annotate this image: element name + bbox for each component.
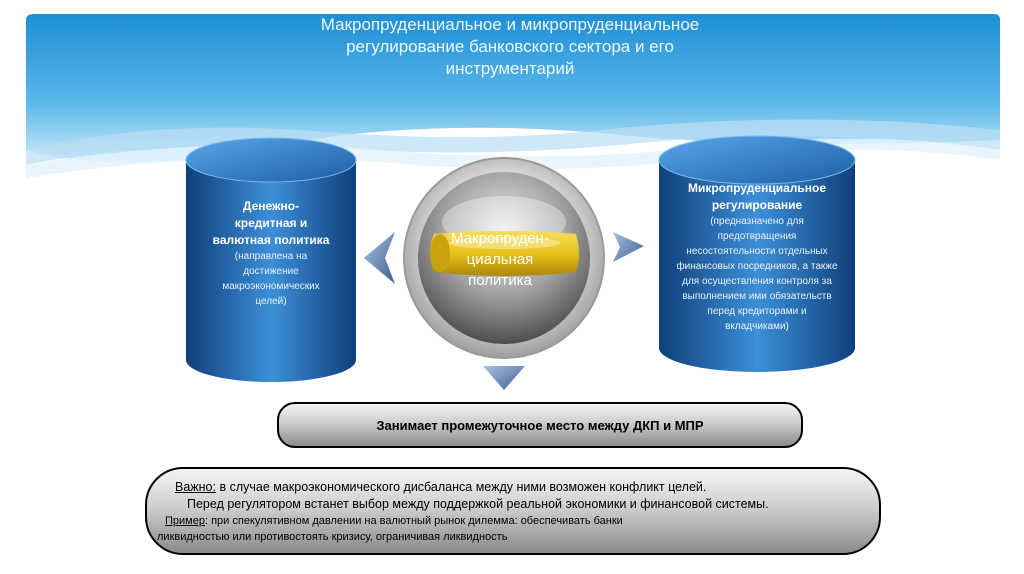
example-text: : при спекулятивном давлении на валютный… bbox=[204, 515, 623, 527]
center-label-line-1: Макропруден- bbox=[451, 230, 549, 247]
left-cylinder bbox=[185, 137, 357, 382]
right-heading-line-2: регулирование bbox=[711, 198, 803, 212]
example-label: Пример bbox=[165, 515, 205, 527]
intermediate-position-bar: Занимает промежуточное место между ДКП и… bbox=[277, 402, 803, 448]
left-block-text: Денежно- кредитная и валютная политика (… bbox=[190, 198, 352, 309]
right-note-line-3: несостоятельности отдельных bbox=[686, 246, 828, 257]
left-note-line-3: макроэкономических bbox=[222, 281, 320, 292]
important-label: Важно: bbox=[175, 480, 216, 494]
left-heading-line-3: валютная политика bbox=[212, 233, 330, 247]
center-label-line-2: циальная bbox=[466, 251, 534, 268]
left-note-line-2: достижение bbox=[243, 266, 299, 277]
arrow-left-icon bbox=[364, 232, 395, 284]
right-note-line-1: (предназначено для bbox=[710, 216, 804, 227]
right-block-text: Микропруденциальное регулирование (предн… bbox=[660, 180, 854, 334]
right-note-line-2: предотвращения bbox=[717, 231, 797, 242]
capsule-shape bbox=[430, 231, 579, 276]
right-note-line-6: выполнением ими обязательств bbox=[682, 291, 832, 302]
left-heading-line-2: кредитная и bbox=[234, 216, 308, 230]
right-note-line-7: перед кредиторами и bbox=[707, 306, 807, 317]
title-line-3: инструментарий bbox=[445, 59, 575, 78]
left-note-line-4: целей) bbox=[255, 296, 287, 307]
right-note-line-4: финансовых посредников, а также bbox=[676, 261, 838, 272]
regulator-choice-line: Перед регулятором встанет выбор между по… bbox=[187, 497, 769, 511]
slide-title: Макропруденциальное и микропруденциально… bbox=[300, 14, 720, 80]
title-line-2: регулирование банковского сектора и его bbox=[346, 37, 674, 56]
center-label: Макропруден- циальная политика bbox=[420, 228, 580, 291]
left-heading-line-1: Денежно- bbox=[242, 199, 300, 213]
right-note-line-8: вкладчиками) bbox=[725, 321, 789, 332]
example-line: Пример: при спекулятивном давлении на ва… bbox=[165, 513, 879, 529]
arrow-down-icon bbox=[483, 366, 525, 390]
right-note-line-5: для осуществления контроля за bbox=[682, 276, 832, 287]
left-note-line-1: (направлена на bbox=[234, 251, 308, 262]
center-label-line-3: политика bbox=[468, 272, 532, 289]
title-line-1: Макропруденциальное и микропруденциально… bbox=[320, 15, 700, 34]
liquidity-line: ликвидностью или противостоять кризису, … bbox=[157, 531, 508, 543]
important-text: в случае макроэкономического дисбаланса … bbox=[215, 480, 707, 494]
right-heading-line-1: Микропруденциальное bbox=[687, 181, 827, 195]
important-line: Важно: в случае макроэкономического дисб… bbox=[175, 479, 879, 496]
arrow-right-icon bbox=[613, 232, 644, 262]
intermediate-position-text: Занимает промежуточное место между ДКП и… bbox=[376, 417, 704, 433]
right-cylinder bbox=[658, 135, 856, 372]
important-note-box: Важно: в случае макроэкономического дисб… bbox=[145, 467, 881, 555]
